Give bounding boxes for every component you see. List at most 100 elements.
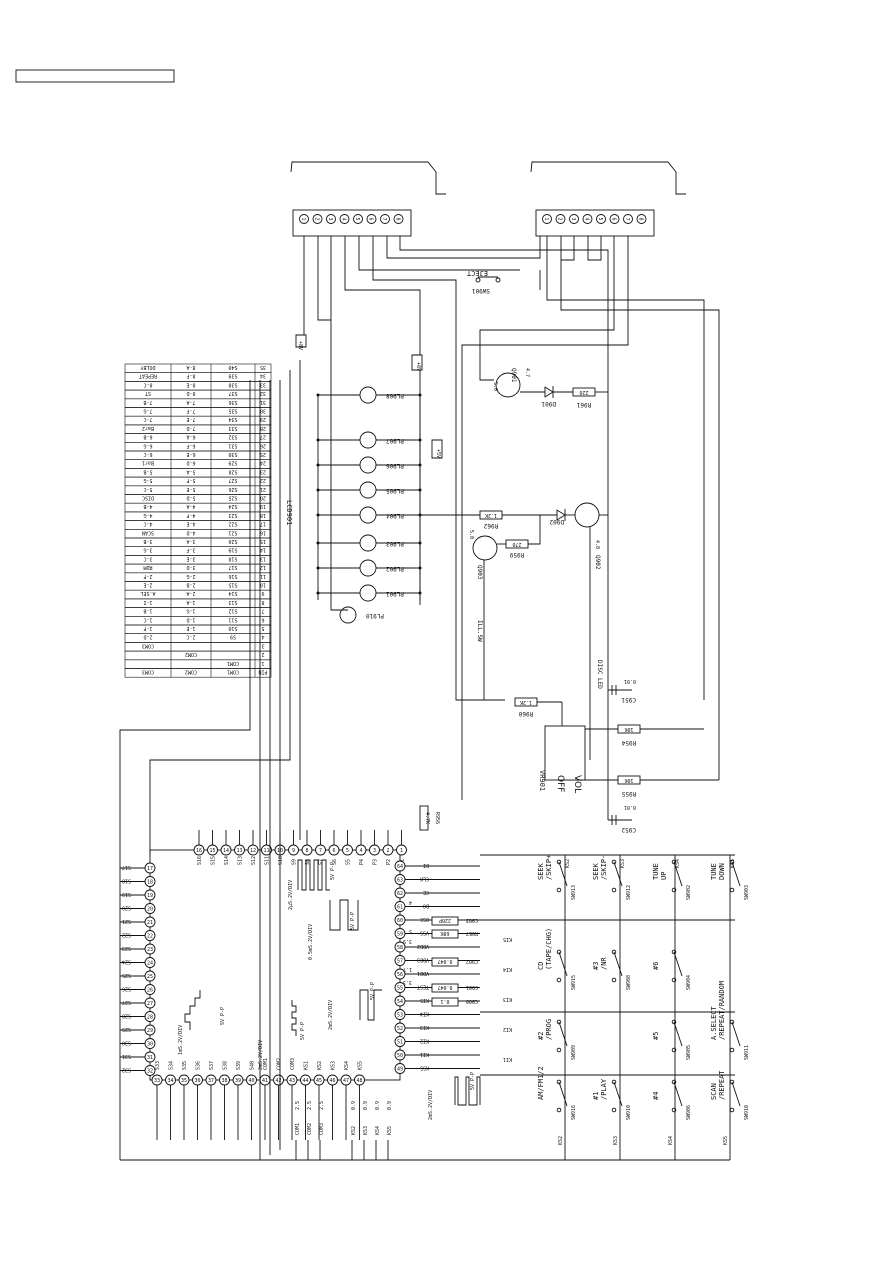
key-switch-contact[interactable]: [671, 1079, 677, 1085]
key-switch[interactable]: [613, 861, 623, 887]
key-label: DOWN: [718, 863, 726, 880]
lcd-table-cell: 8: [261, 599, 264, 605]
waveform-amplitude: 5V P-P: [300, 1022, 306, 1040]
lcd-table-cell: S32: [228, 434, 237, 440]
key-switch[interactable]: [673, 861, 683, 887]
key-switch-contact[interactable]: [556, 1019, 562, 1025]
lcd-table-cell: DISC: [142, 494, 154, 500]
key-label: /REPEAT/RANDOM: [718, 981, 726, 1040]
lcd-table-cell: 10: [260, 581, 266, 587]
lamp-pl910: [339, 606, 357, 624]
ic-pin-voltage: 4: [409, 899, 412, 905]
ic-pin-label: S28: [122, 1013, 131, 1019]
left-connector-pin: [366, 214, 377, 224]
c952-value: 0.01: [624, 804, 636, 810]
ic-pin-number: 13: [236, 848, 242, 854]
ic-pin-number: 39: [235, 1078, 241, 1084]
lcd-table-cell: 6-A: [186, 434, 195, 440]
q901-label: Q901: [510, 368, 517, 383]
ic-pin-label: S10: [278, 856, 284, 865]
eject-switch-contact: [475, 277, 481, 283]
lcd-table-cell: S16: [228, 573, 237, 579]
vol-label: VOL: [572, 775, 582, 793]
lamp-label: PL905: [386, 487, 404, 494]
key-switch-contact[interactable]: [671, 859, 677, 865]
left-connector-pin-number: 4: [341, 217, 347, 220]
bottom-bus-voltage: 2.5: [307, 1101, 313, 1110]
key-switch-contact[interactable]: [671, 1019, 677, 1025]
ic-pin-number: 30: [147, 1042, 153, 1048]
key-switch-contact[interactable]: [611, 1079, 617, 1085]
ic-pin-label: VDD2: [417, 943, 429, 949]
lcd-table-cell: 27: [260, 434, 266, 440]
right-connector-pin-number: 5: [597, 217, 603, 220]
key-sw-label: SW903: [744, 885, 750, 900]
ic-pin-label: P3: [373, 859, 379, 865]
key-label: /PLAY: [600, 1078, 608, 1100]
key-switch[interactable]: [613, 951, 623, 977]
lcd-table-cell: 34: [260, 373, 266, 379]
right-connector-pin-number: 1: [543, 217, 549, 220]
bottom-bus-voltage: 0.9: [387, 1101, 393, 1110]
key-label: UP: [660, 872, 668, 880]
lcd-table-cell: 5-C: [143, 486, 152, 492]
ic-passive: [431, 916, 459, 926]
key-label: (TAPE/CHG): [545, 928, 553, 970]
key-switch-contact[interactable]: [556, 1079, 562, 1085]
key-switch[interactable]: [558, 861, 568, 887]
key-switch[interactable]: [558, 951, 568, 977]
ic-pin-label: S33: [155, 1061, 161, 1070]
key-switch-contact[interactable]: [611, 859, 617, 865]
key-switch-contact[interactable]: [556, 859, 562, 865]
ic-pin-number: 27: [147, 1001, 153, 1007]
key-switch-contact[interactable]: [729, 1019, 735, 1025]
key-switch-contact[interactable]: [556, 949, 562, 955]
lamp-label: PL902: [386, 565, 404, 572]
ic-pin-label: S17: [122, 864, 131, 870]
ic-pin-voltage: 3.3: [403, 979, 412, 985]
lcd-table-cell: S37: [228, 390, 237, 396]
lcd-table-cell: 7: [261, 608, 264, 614]
ic-pin-number: 18: [147, 880, 153, 886]
key-switch[interactable]: [613, 1081, 623, 1107]
key-switch[interactable]: [558, 1081, 568, 1107]
key-label: /NR: [600, 957, 608, 970]
key-label: SEEK: [592, 862, 600, 880]
key-switch[interactable]: [673, 951, 683, 977]
key-switch[interactable]: [673, 1021, 683, 1047]
right-connector-pin: [623, 214, 633, 224]
lcd-table-cell: S34: [228, 416, 237, 422]
ic-pin-label: KI2: [420, 1038, 429, 1044]
ic-pin-label: S13: [238, 856, 244, 865]
lcd-table-cell: COM2: [185, 668, 197, 674]
key-switch[interactable]: [731, 1081, 741, 1107]
q901-transistor: [495, 372, 521, 398]
waveform-amplitude: 5V P-P: [370, 982, 376, 1000]
key-sw-label: SW902: [686, 885, 692, 900]
key-switch[interactable]: [731, 861, 741, 887]
lamp-pl905: [359, 481, 377, 499]
lcd-table-cell: S24: [228, 503, 237, 509]
lcd-table-cell: 24: [260, 460, 266, 466]
ic-pin-number: 40: [248, 1078, 254, 1084]
key-switch-contact[interactable]: [611, 949, 617, 955]
key-switch-contact[interactable]: [729, 1079, 735, 1085]
ki-line-label: KI5: [503, 936, 512, 942]
key-switch[interactable]: [731, 1021, 741, 1047]
waveform-trace: [297, 859, 330, 891]
ic-passive-value: 0.047: [437, 958, 452, 964]
ic-pin-label: S37: [209, 1061, 215, 1070]
waveform-trace: [329, 899, 359, 931]
lcd-table-cell: COM1: [227, 660, 239, 666]
key-label: SCAN: [710, 1083, 718, 1100]
key-switch[interactable]: [558, 1021, 568, 1047]
ic-pin-label: S20: [122, 905, 131, 911]
ic-pin-label: TEST: [417, 984, 429, 990]
key-switch-contact[interactable]: [729, 859, 735, 865]
key-sw-label: SW916: [571, 1105, 577, 1120]
key-switch[interactable]: [673, 1081, 683, 1107]
lcd-table-cell: 29: [260, 416, 266, 422]
ic-pin-label: S14: [224, 856, 230, 865]
key-switch-contact[interactable]: [671, 949, 677, 955]
